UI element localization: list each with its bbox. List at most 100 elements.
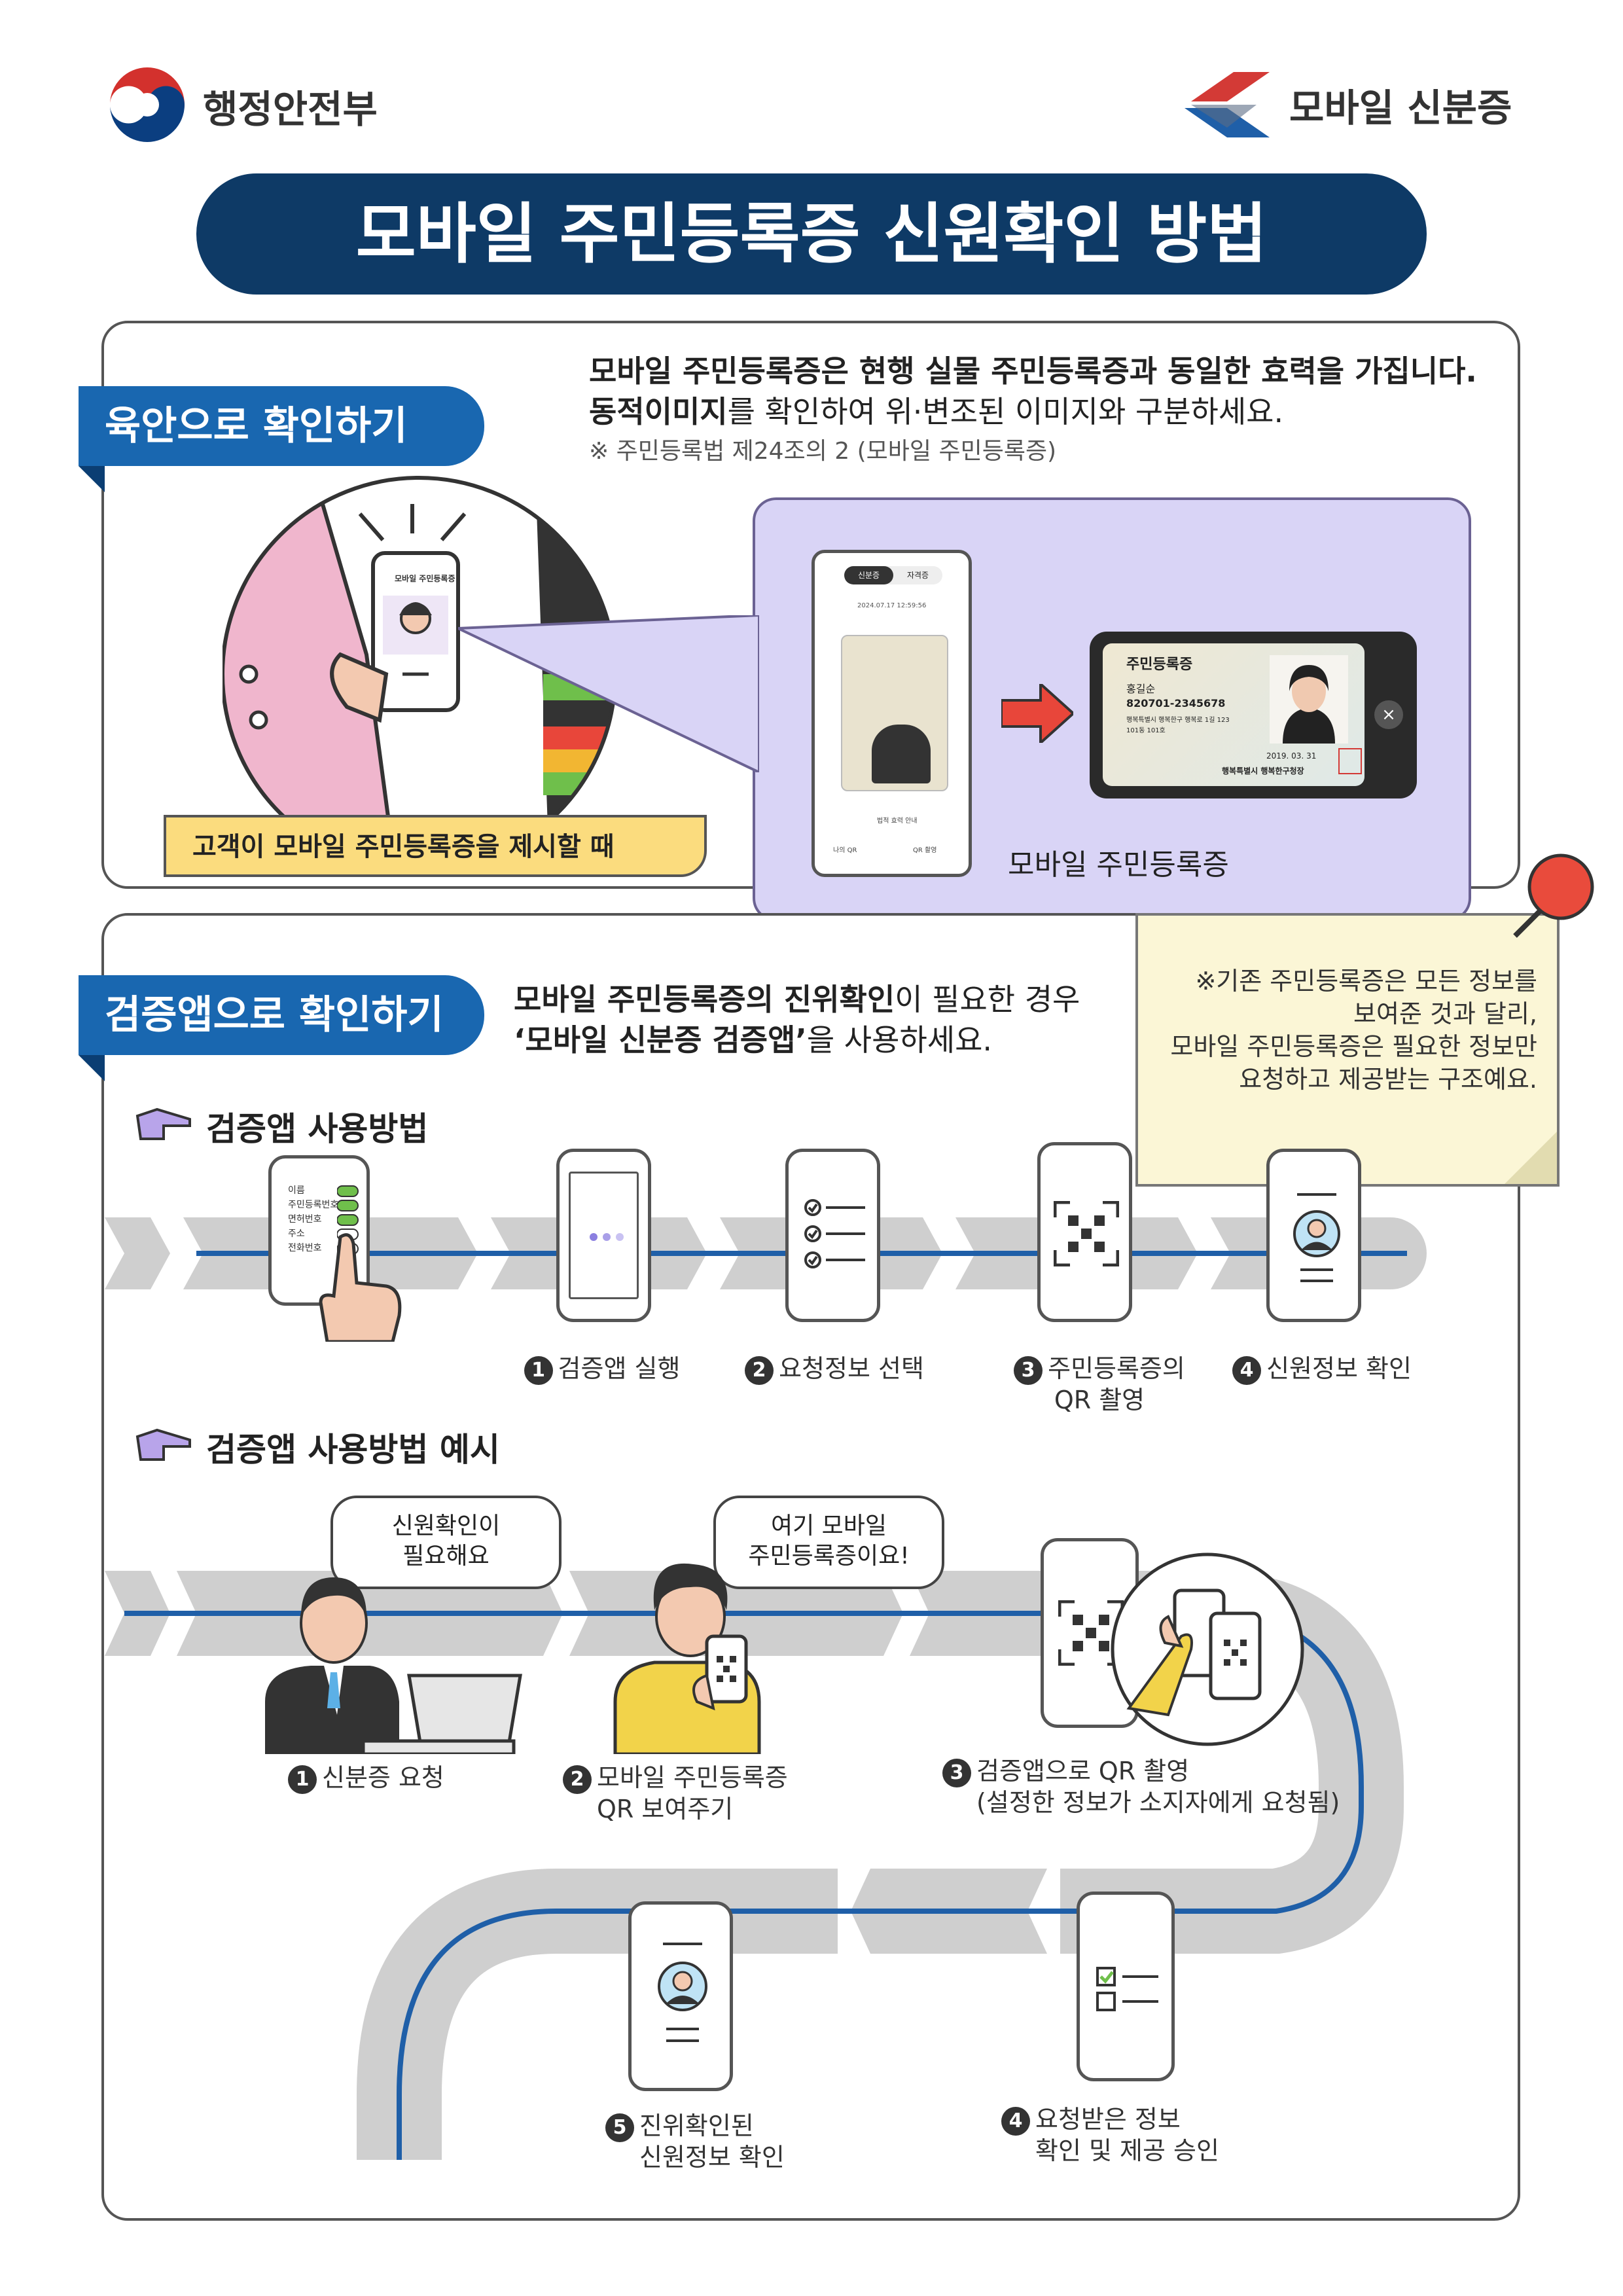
org-name: 행정안전부 [203, 87, 378, 132]
step4-phone [1266, 1149, 1361, 1322]
zoom-beam [457, 613, 760, 775]
pushpin-icon [1502, 851, 1600, 949]
app-btn-qr-scan[interactable]: QR 촬영 [913, 847, 937, 854]
note-line: 모바일 주민등록증은 필요한 정보만 [1170, 1032, 1537, 1061]
app-datetime: 2024.07.17 12:59:56 [857, 602, 927, 609]
note-line: 요청하고 제공받는 구조예요. [1239, 1065, 1537, 1094]
note-line: 보여준 것과 달리, [1353, 999, 1537, 1028]
section2-tag: 검증앱으로 확인하기 [79, 975, 484, 1055]
checklist-icon [803, 1198, 868, 1270]
howto-heading: 검증앱 사용방법 [206, 1110, 429, 1148]
field-phone: 전화번호 [288, 1243, 322, 1253]
note-line: ※기존 주민등록증은 모든 정보를 [1195, 967, 1537, 996]
step1-screen [569, 1172, 639, 1299]
user-profile-icon [1284, 1188, 1349, 1293]
example-number: 3 [942, 1758, 971, 1787]
section2-lead-line2: ‘모바일 신분증 검증앱’을 사용하세요. [514, 1019, 992, 1061]
step3-phone [1037, 1142, 1132, 1322]
section2-lead-line1: 모바일 주민등록증의 진위확인이 필요한 경우 [514, 978, 1080, 1020]
example-text-line2: (설정한 정보가 소지자에게 요청됨) [976, 1787, 1340, 1817]
pointing-hand-icon [134, 1427, 193, 1463]
card-address1: 행복특별시 행복한구 행복로 1길 123 [1126, 717, 1230, 724]
step-text: 요청정보 선택 [779, 1354, 924, 1383]
arrow-right-icon [1000, 681, 1075, 746]
bubble-line: 여기 모바일 [770, 1513, 887, 1539]
app-card-photo [872, 725, 931, 783]
customer-with-phone-illustration [609, 1532, 825, 1756]
field-list: 이름 주민등록번호 면허번호 주소 전화번호 [288, 1183, 338, 1255]
card-issuer: 행복특별시 행복한구청장 [1222, 766, 1304, 776]
bubble-line: 주민등록증이요! [748, 1543, 910, 1570]
purple-caption: 모바일 주민등록증 [1008, 848, 1229, 882]
step-number: 4 [1232, 1355, 1262, 1385]
phone-header-text: 모바일 주민등록증 [395, 574, 455, 583]
section2-lead-line1-rest: 이 필요한 경우 [895, 982, 1080, 1017]
card-title: 주민등록증 [1126, 656, 1193, 673]
app-id-card [841, 635, 948, 791]
step-number: 1 [524, 1355, 553, 1385]
pointing-hand-icon [134, 1106, 193, 1142]
qr-scan-icon [1053, 1200, 1120, 1267]
example-number: 4 [1001, 2106, 1030, 2136]
section1-tag-fold [79, 466, 105, 492]
field-address: 주소 [288, 1229, 305, 1239]
card-address2: 101동 101호 [1126, 727, 1166, 734]
field-name: 이름 [288, 1185, 305, 1196]
card-name: 홍길순 [1126, 683, 1156, 695]
tapping-hand-icon [314, 1230, 419, 1344]
app-tab-license[interactable]: 자격증 [906, 571, 929, 580]
example-text: 검증앱으로 QR 촬영 [976, 1757, 1190, 1785]
step-text: 신원정보 확인 [1266, 1354, 1412, 1383]
bubble-line: 신원확인이 [391, 1513, 501, 1539]
field-license: 면허번호 [288, 1214, 322, 1225]
mobile-id-emblem-icon [1185, 72, 1270, 137]
brand-name: 모바일 신분증 [1289, 86, 1512, 130]
approve-phone [1077, 1892, 1175, 2081]
landscape-phone: 주민등록증 홍길순 820701-2345678 행복특별시 행복한구 행복로 … [1090, 632, 1417, 798]
authenticity-term: 모바일 주민등록증의 진위확인 [514, 982, 895, 1017]
example-text-line2: 확인 및 제공 승인 [1035, 2136, 1219, 2165]
example-text-line2: 신원정보 확인 [639, 2142, 785, 2172]
dynamic-image-term: 동적이미지 [589, 394, 728, 429]
section2-tag-fold [79, 1055, 105, 1081]
bubble-line: 필요해요 [402, 1543, 490, 1570]
portrait-icon [1283, 665, 1335, 744]
mobile-id-logo [1178, 65, 1276, 144]
verifier-app-term: ‘모바일 신분증 검증앱’ [514, 1022, 807, 1058]
app-btn-my-qr[interactable]: 나의 QR [833, 847, 857, 854]
example-text: 신분증 요청 [322, 1763, 444, 1792]
taegeuk-emblem-icon [107, 64, 188, 145]
note-text: ※기존 주민등록증은 모든 정보를 보여준 것과 달리, 모바일 주민등록증은 … [1145, 965, 1537, 1096]
step-text: 주민등록증의 [1048, 1354, 1185, 1383]
clerk-illustration [259, 1545, 527, 1756]
example-number: 1 [288, 1765, 317, 1794]
close-icon[interactable]: × [1374, 700, 1403, 729]
id-card: 주민등록증 홍길순 820701-2345678 행복특별시 행복한구 행복로 … [1103, 643, 1364, 786]
page-title: 모바일 주민등록증 신원확인 방법 [196, 173, 1427, 295]
loading-dots-icon [587, 1230, 626, 1244]
note-fold [1505, 1132, 1557, 1184]
mois-logo [105, 62, 190, 147]
app-tab-id[interactable]: 신분증 [844, 566, 893, 584]
app-tabs: 신분증 자격증 [844, 566, 942, 584]
card-number: 820701-2345678 [1126, 697, 1226, 709]
section1-tag: 육안으로 확인하기 [79, 386, 484, 466]
user-profile-icon [650, 1937, 715, 2055]
section1-lead-line2: 동적이미지를 확인하여 위·변조된 이미지와 구분하세요. [589, 391, 1283, 433]
card-seal-stamp [1338, 748, 1362, 774]
step-text-line2: QR 촬영 [1054, 1385, 1145, 1414]
example-text: 진위확인된 [639, 2111, 754, 2140]
step-number: 2 [745, 1355, 774, 1385]
customer-caption: 고객이 모바일 주민등록증을 제시할 때 [164, 815, 707, 877]
step2-phone [785, 1149, 880, 1322]
section2-lead-line2-rest: 을 사용하세요. [806, 1022, 993, 1058]
scan-closeup-illustration [1109, 1551, 1306, 1748]
